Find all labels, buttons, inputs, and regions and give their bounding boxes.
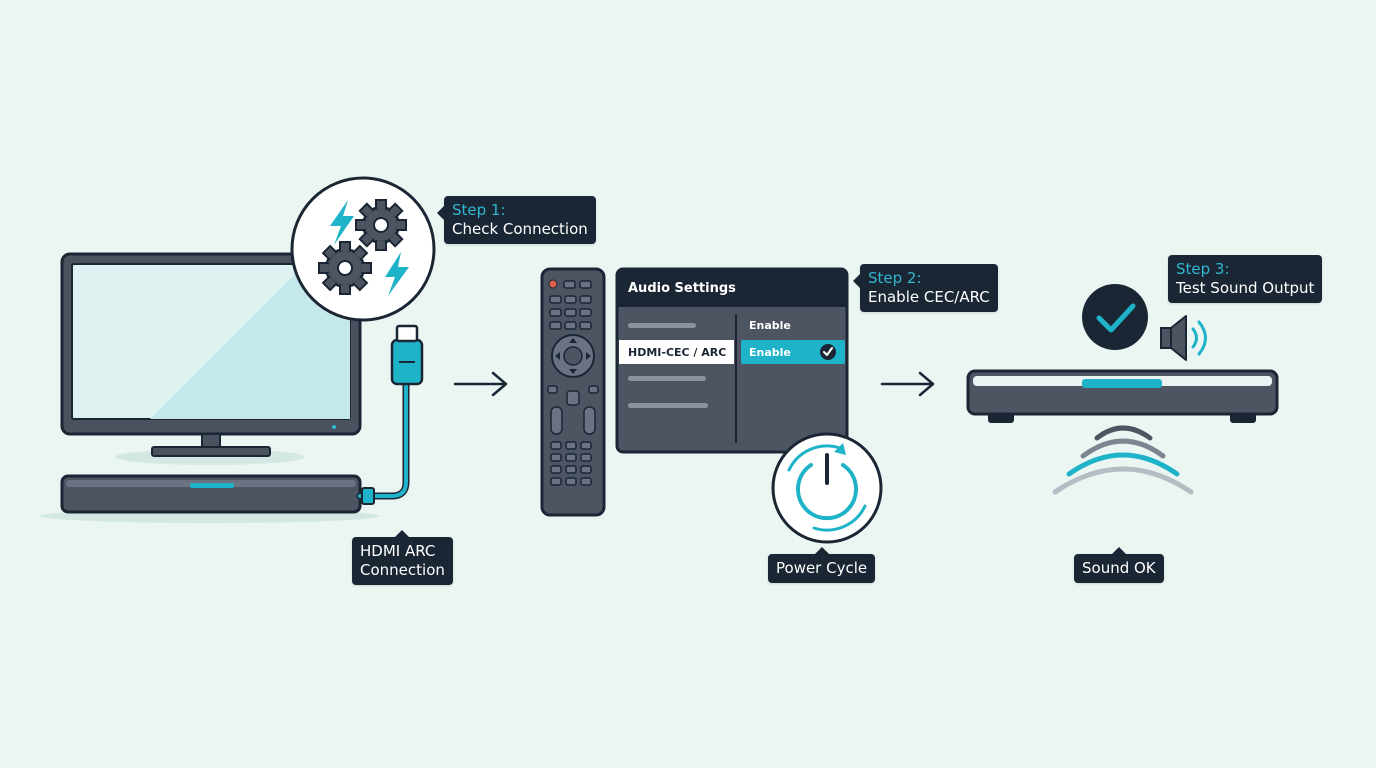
soundbar-right-led (1082, 379, 1162, 388)
tv (60, 252, 362, 465)
speaker-icon (1160, 315, 1207, 361)
lightning-icon (385, 252, 409, 296)
soundbar-right (966, 369, 1279, 423)
menu-selected-row (619, 340, 734, 364)
step-3-text: Test Sound Output (1176, 279, 1315, 297)
lightning-icon (330, 200, 354, 245)
step-2-text: Enable CEC/ARC (868, 288, 990, 306)
remote-power-button (548, 279, 558, 289)
power-icon (796, 463, 858, 521)
hdmi-cable (356, 324, 424, 505)
gear-icon (318, 241, 372, 295)
arrow-right-icon (453, 371, 508, 397)
step-3-label: Step 3: (1176, 260, 1230, 278)
hdmi-arc-line2: Connection (360, 561, 445, 579)
step-1-label: Step 1: (452, 201, 506, 219)
hdmi-plug-tip (395, 324, 419, 343)
step-2-label: Step 2: (868, 269, 922, 287)
power-cycle-icon (771, 432, 883, 544)
tv-screen-glare (150, 264, 350, 419)
enable-option-highlight (741, 340, 845, 364)
remote-control (540, 267, 606, 517)
connection-check-magnifier (290, 176, 436, 322)
sound-ok-text: Sound OK (1082, 559, 1156, 577)
callout-step-2: Step 2: Enable CEC/ARC (853, 264, 998, 312)
remote-ok-button (563, 346, 583, 366)
tv-stand-base (151, 446, 271, 457)
callout-step-3: Step 3: Test Sound Output (1168, 255, 1323, 303)
tv-power-led (332, 425, 336, 429)
soundbar-left-led (190, 483, 234, 488)
hdmi-arc-line1: HDMI ARC (360, 542, 436, 560)
soundbar-left (40, 474, 380, 523)
callout-sound-ok: Sound OK (1074, 547, 1164, 583)
menu-option-enable-selected[interactable]: Enable (749, 346, 791, 359)
settings-title: Audio Settings (628, 281, 736, 296)
tv-neck (201, 433, 221, 449)
settings-title-bar (617, 269, 847, 307)
power-cycle-text: Power Cycle (776, 559, 868, 577)
checkmark-badge-icon (1082, 284, 1148, 350)
gear-icon (355, 199, 407, 251)
callout-step-1: Step 1: Check Connection (437, 196, 596, 244)
hdmi-plug-tail (361, 487, 375, 505)
callout-power-cycle: Power Cycle (768, 547, 876, 583)
audio-settings-window (615, 267, 849, 454)
arrow-right-icon (880, 371, 935, 397)
sound-waves-icon (1052, 425, 1194, 495)
menu-option-enable[interactable]: Enable (749, 319, 791, 332)
menu-placeholder-bar (628, 376, 706, 381)
menu-item-hdmi-cec-arc[interactable]: HDMI-CEC / ARC (628, 346, 727, 359)
menu-placeholder-bar (628, 323, 696, 328)
callout-hdmi-arc: HDMI ARC Connection (352, 530, 453, 585)
refresh-arrow-icon (787, 444, 842, 472)
step-1-text: Check Connection (452, 220, 588, 238)
menu-placeholder-bar (628, 403, 708, 408)
